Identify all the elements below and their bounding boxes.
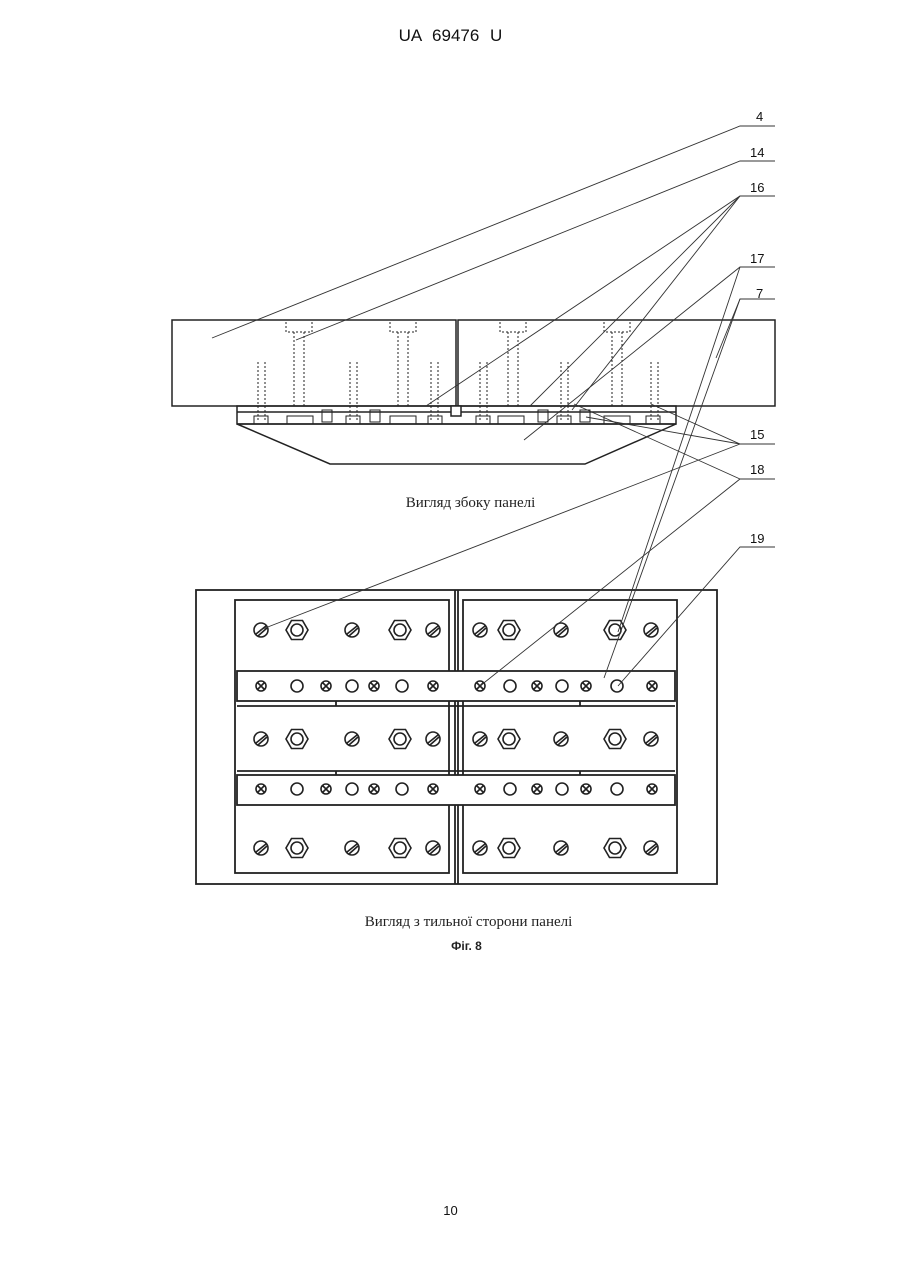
side-view-caption: Вигляд збоку панелі	[20, 495, 901, 512]
callout-7: 7	[756, 286, 763, 301]
figure-label: Фіг. 8	[16, 939, 901, 953]
callout-4: 4	[756, 109, 763, 124]
callout-14: 14	[750, 145, 764, 160]
callout-15: 15	[750, 427, 764, 442]
page-number: 10	[0, 1203, 901, 1218]
back-view-drawing	[196, 590, 717, 884]
callout-labels: 4 14 16 17 7 15 18 19	[750, 109, 764, 546]
back-view-caption: Вигляд з тильної сторони панелі	[18, 914, 901, 931]
callout-18: 18	[750, 462, 764, 477]
back-frame	[196, 590, 717, 884]
base-trapezoid	[237, 424, 676, 464]
callout-19: 19	[750, 531, 764, 546]
side-view-drawing	[172, 320, 775, 464]
callout-16: 16	[750, 180, 764, 195]
callout-17: 17	[750, 251, 764, 266]
